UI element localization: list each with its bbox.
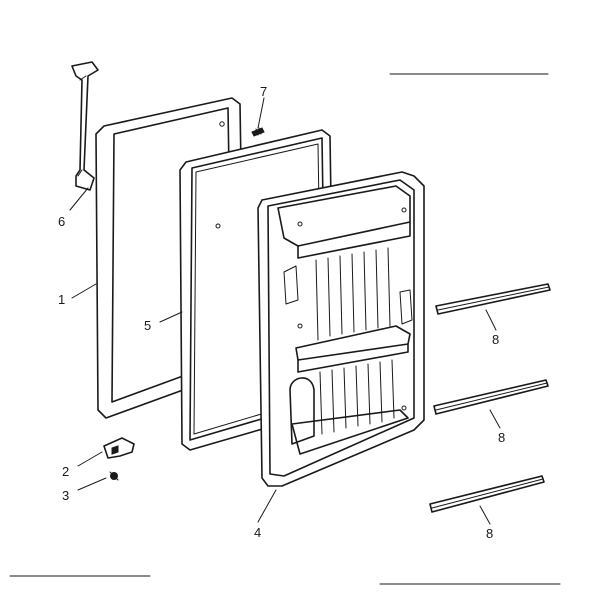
callout-5: 5 (144, 318, 151, 333)
callout-7: 7 (260, 84, 267, 99)
callout-4: 4 (254, 525, 261, 540)
callout-6: 6 (58, 214, 65, 229)
part-6-handle (71, 61, 99, 191)
part-8-shelf-bar-middle (433, 379, 549, 415)
callout-3: 3 (62, 488, 69, 503)
callout-1: 1 (58, 292, 65, 307)
part-4-inner-door-liner (257, 171, 425, 487)
leader-lines (69, 97, 501, 525)
part-8-shelf-bar-bottom (429, 475, 545, 513)
callout-2: 2 (62, 464, 69, 479)
callout-8-top: 8 (492, 332, 499, 347)
part-8-shelf-bar-top (435, 283, 551, 315)
part-2-hinge-clip (103, 437, 135, 459)
part-7-screw (251, 127, 265, 137)
callout-8-bottom: 8 (486, 526, 493, 541)
callout-8-middle: 8 (498, 430, 505, 445)
part-3-screw (109, 471, 119, 481)
